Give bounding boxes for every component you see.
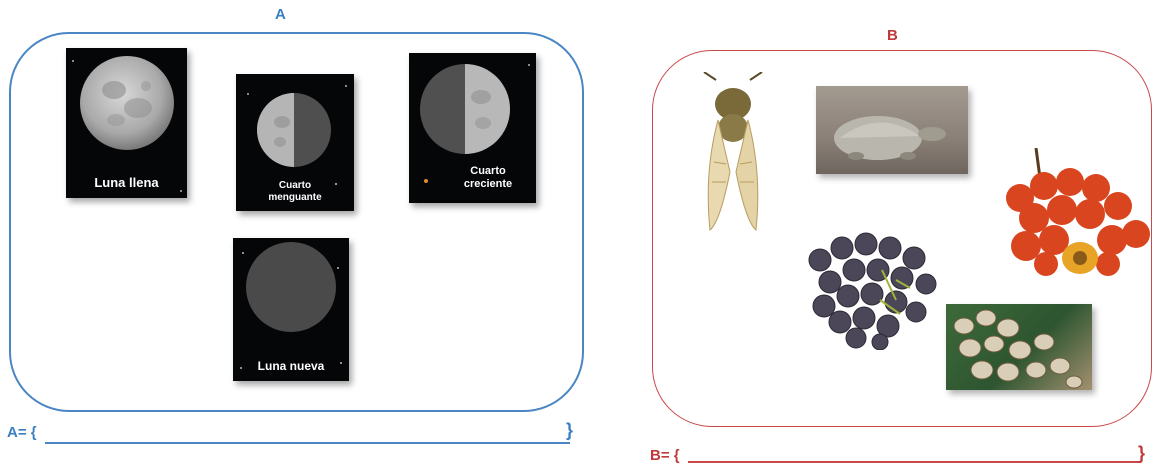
set-b-formula: B= {: [650, 447, 680, 464]
turtle-icon: [816, 86, 968, 174]
star-dot: [180, 190, 182, 192]
waxing-quarter-card: Cuarto creciente: [409, 53, 536, 203]
set-a-formula: A= {: [7, 424, 37, 441]
grapes-icon: [800, 230, 940, 350]
set-a-title: A: [275, 6, 286, 23]
waning-quarter-card: Cuarto menguante: [236, 74, 354, 211]
cicada-photo: [696, 72, 770, 234]
waning-quarter-label-line1: Cuarto: [236, 180, 354, 192]
larvae-icon: [946, 304, 1092, 390]
star-dot: [345, 85, 347, 87]
full-moon-card: Luna llena: [66, 48, 187, 198]
star-dot: [528, 64, 530, 66]
star-dot: [72, 60, 74, 62]
set-b-answer-line: [688, 461, 1140, 463]
set-b-close-brace: }: [1138, 443, 1145, 464]
waxing-quarter-label-line2: creciente: [445, 178, 531, 191]
set-a-answer-line: [45, 442, 570, 444]
set-a-close-brace: }: [566, 420, 573, 441]
cicada-icon: [696, 72, 770, 234]
waning-quarter-label-line2: menguante: [236, 192, 354, 204]
grapes-photo: [800, 230, 940, 350]
new-moon-label: Luna nueva: [233, 360, 349, 374]
waning-quarter-label: Cuarto menguante: [236, 180, 354, 203]
waxing-quarter-label-line1: Cuarto: [445, 165, 531, 178]
larvae-photo: [946, 304, 1092, 390]
new-moon-card: Luna nueva: [233, 238, 349, 381]
palm-fruit-photo: [996, 148, 1156, 276]
waxing-quarter-label: Cuarto creciente: [445, 165, 531, 190]
set-b-title: B: [887, 27, 898, 44]
full-moon-label: Luna llena: [66, 176, 187, 191]
palm-fruit-icon: [996, 148, 1156, 276]
turtle-photo: [816, 86, 968, 174]
